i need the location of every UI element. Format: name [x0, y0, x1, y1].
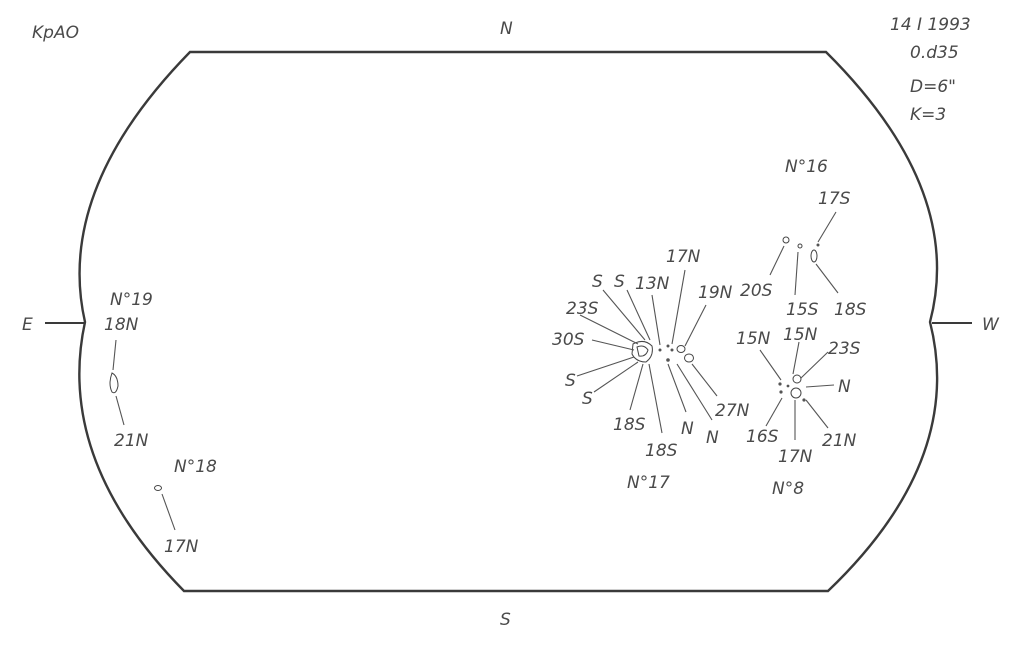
spot-dot — [666, 358, 670, 362]
west-label: W — [982, 315, 1000, 335]
spot-dot — [658, 348, 662, 352]
leader-line — [800, 351, 829, 379]
observation-date: 14 I 1993 — [890, 15, 971, 35]
leader-line — [576, 356, 635, 377]
leader-line — [815, 263, 839, 294]
group-16: N°16 17S 20S 15S 18S — [740, 157, 867, 320]
spot-label: 17N — [164, 537, 199, 557]
spot — [154, 485, 162, 491]
spot-label: 21N — [822, 431, 857, 451]
leader-line — [769, 245, 785, 276]
leader-line — [684, 304, 707, 347]
leader-line — [805, 399, 829, 429]
spot — [684, 353, 694, 363]
spot-label: 30S — [552, 330, 585, 350]
leader-line — [794, 251, 799, 296]
leader-line — [579, 314, 639, 345]
spot — [109, 372, 119, 394]
spot-label: 15S — [786, 300, 819, 320]
spot-label: N — [706, 428, 719, 448]
leader-line — [626, 289, 651, 341]
spot-label: 18S — [645, 441, 678, 461]
spot-dot — [666, 344, 670, 348]
spot-dot — [786, 384, 790, 388]
leader-line — [115, 395, 125, 426]
spot-label: 27N — [715, 401, 750, 421]
spot-label: N — [681, 419, 694, 439]
spot-label: 17N — [666, 247, 701, 267]
spot-label: S — [565, 371, 576, 391]
leader-line — [676, 363, 713, 421]
leader-line — [161, 493, 176, 531]
spot — [797, 243, 803, 249]
group-8-number: N°8 — [772, 479, 804, 499]
spot-label: 13N — [635, 274, 670, 294]
group-18: N°18 17N — [154, 457, 217, 557]
spot-dot — [779, 390, 783, 394]
leader-line — [593, 361, 639, 393]
spot — [792, 374, 802, 384]
spot — [790, 387, 802, 399]
south-label: S — [500, 610, 511, 630]
spot-label: 17S — [818, 189, 851, 209]
observation-time: 0.d35 — [910, 43, 959, 63]
spot — [810, 249, 818, 263]
spot-label: S — [614, 272, 625, 292]
leader-line — [648, 363, 663, 434]
leader-line — [671, 269, 686, 345]
spot-label: N — [838, 377, 851, 397]
spot-label: 15N — [783, 325, 818, 345]
spot-dot — [802, 398, 806, 402]
leader-line — [691, 363, 718, 397]
leader-line — [629, 363, 644, 411]
spot-label: 18S — [613, 415, 646, 435]
leader-line — [759, 349, 782, 381]
spot-label: 18N — [104, 315, 139, 335]
spot-label: 18S — [834, 300, 867, 320]
group-19: N°19 18N 21N — [104, 290, 153, 451]
leader-line — [792, 341, 800, 375]
leader-line — [817, 211, 837, 243]
leader-line — [591, 339, 635, 351]
leader-line — [667, 363, 687, 413]
observatory-code: KpAO — [32, 23, 79, 43]
spot — [631, 340, 653, 363]
spot-label: 16S — [746, 427, 779, 447]
north-label: N — [500, 19, 513, 39]
group-19-number: N°19 — [110, 290, 153, 310]
group-8: 15N 15N 23S N 21N 17N 16S N°8 — [736, 325, 861, 499]
disk-outline — [78, 50, 939, 593]
group-17: 17N 19N 13N S S 23S 30S S S 18S 18S N N … — [552, 247, 750, 493]
spot — [782, 236, 790, 244]
group-18-number: N°18 — [174, 457, 217, 477]
group-16-number: N°16 — [785, 157, 828, 177]
spot-dot — [816, 243, 820, 247]
disk-diameter: D=6" — [910, 77, 956, 97]
spot-dot — [778, 382, 782, 386]
spot-label: 21N — [114, 431, 149, 451]
spot — [676, 345, 686, 353]
spot-label: 23S — [566, 299, 599, 319]
spot-label: 23S — [828, 339, 861, 359]
seeing-quality: K=3 — [910, 105, 946, 125]
leader-line — [112, 339, 117, 371]
spot-label: S — [582, 389, 593, 409]
spot-dot — [670, 348, 674, 352]
east-label: E — [22, 315, 33, 335]
spot-label: 15N — [736, 329, 771, 349]
leader-line — [602, 289, 646, 341]
spot-label: S — [592, 272, 603, 292]
spot — [636, 345, 649, 357]
spot-label: 20S — [740, 281, 773, 301]
spot-label: 17N — [778, 447, 813, 467]
leader-line — [651, 294, 661, 346]
group-17-number: N°17 — [627, 473, 670, 493]
leader-line — [765, 397, 783, 427]
spot-label: 19N — [698, 283, 733, 303]
leader-line — [805, 384, 835, 388]
